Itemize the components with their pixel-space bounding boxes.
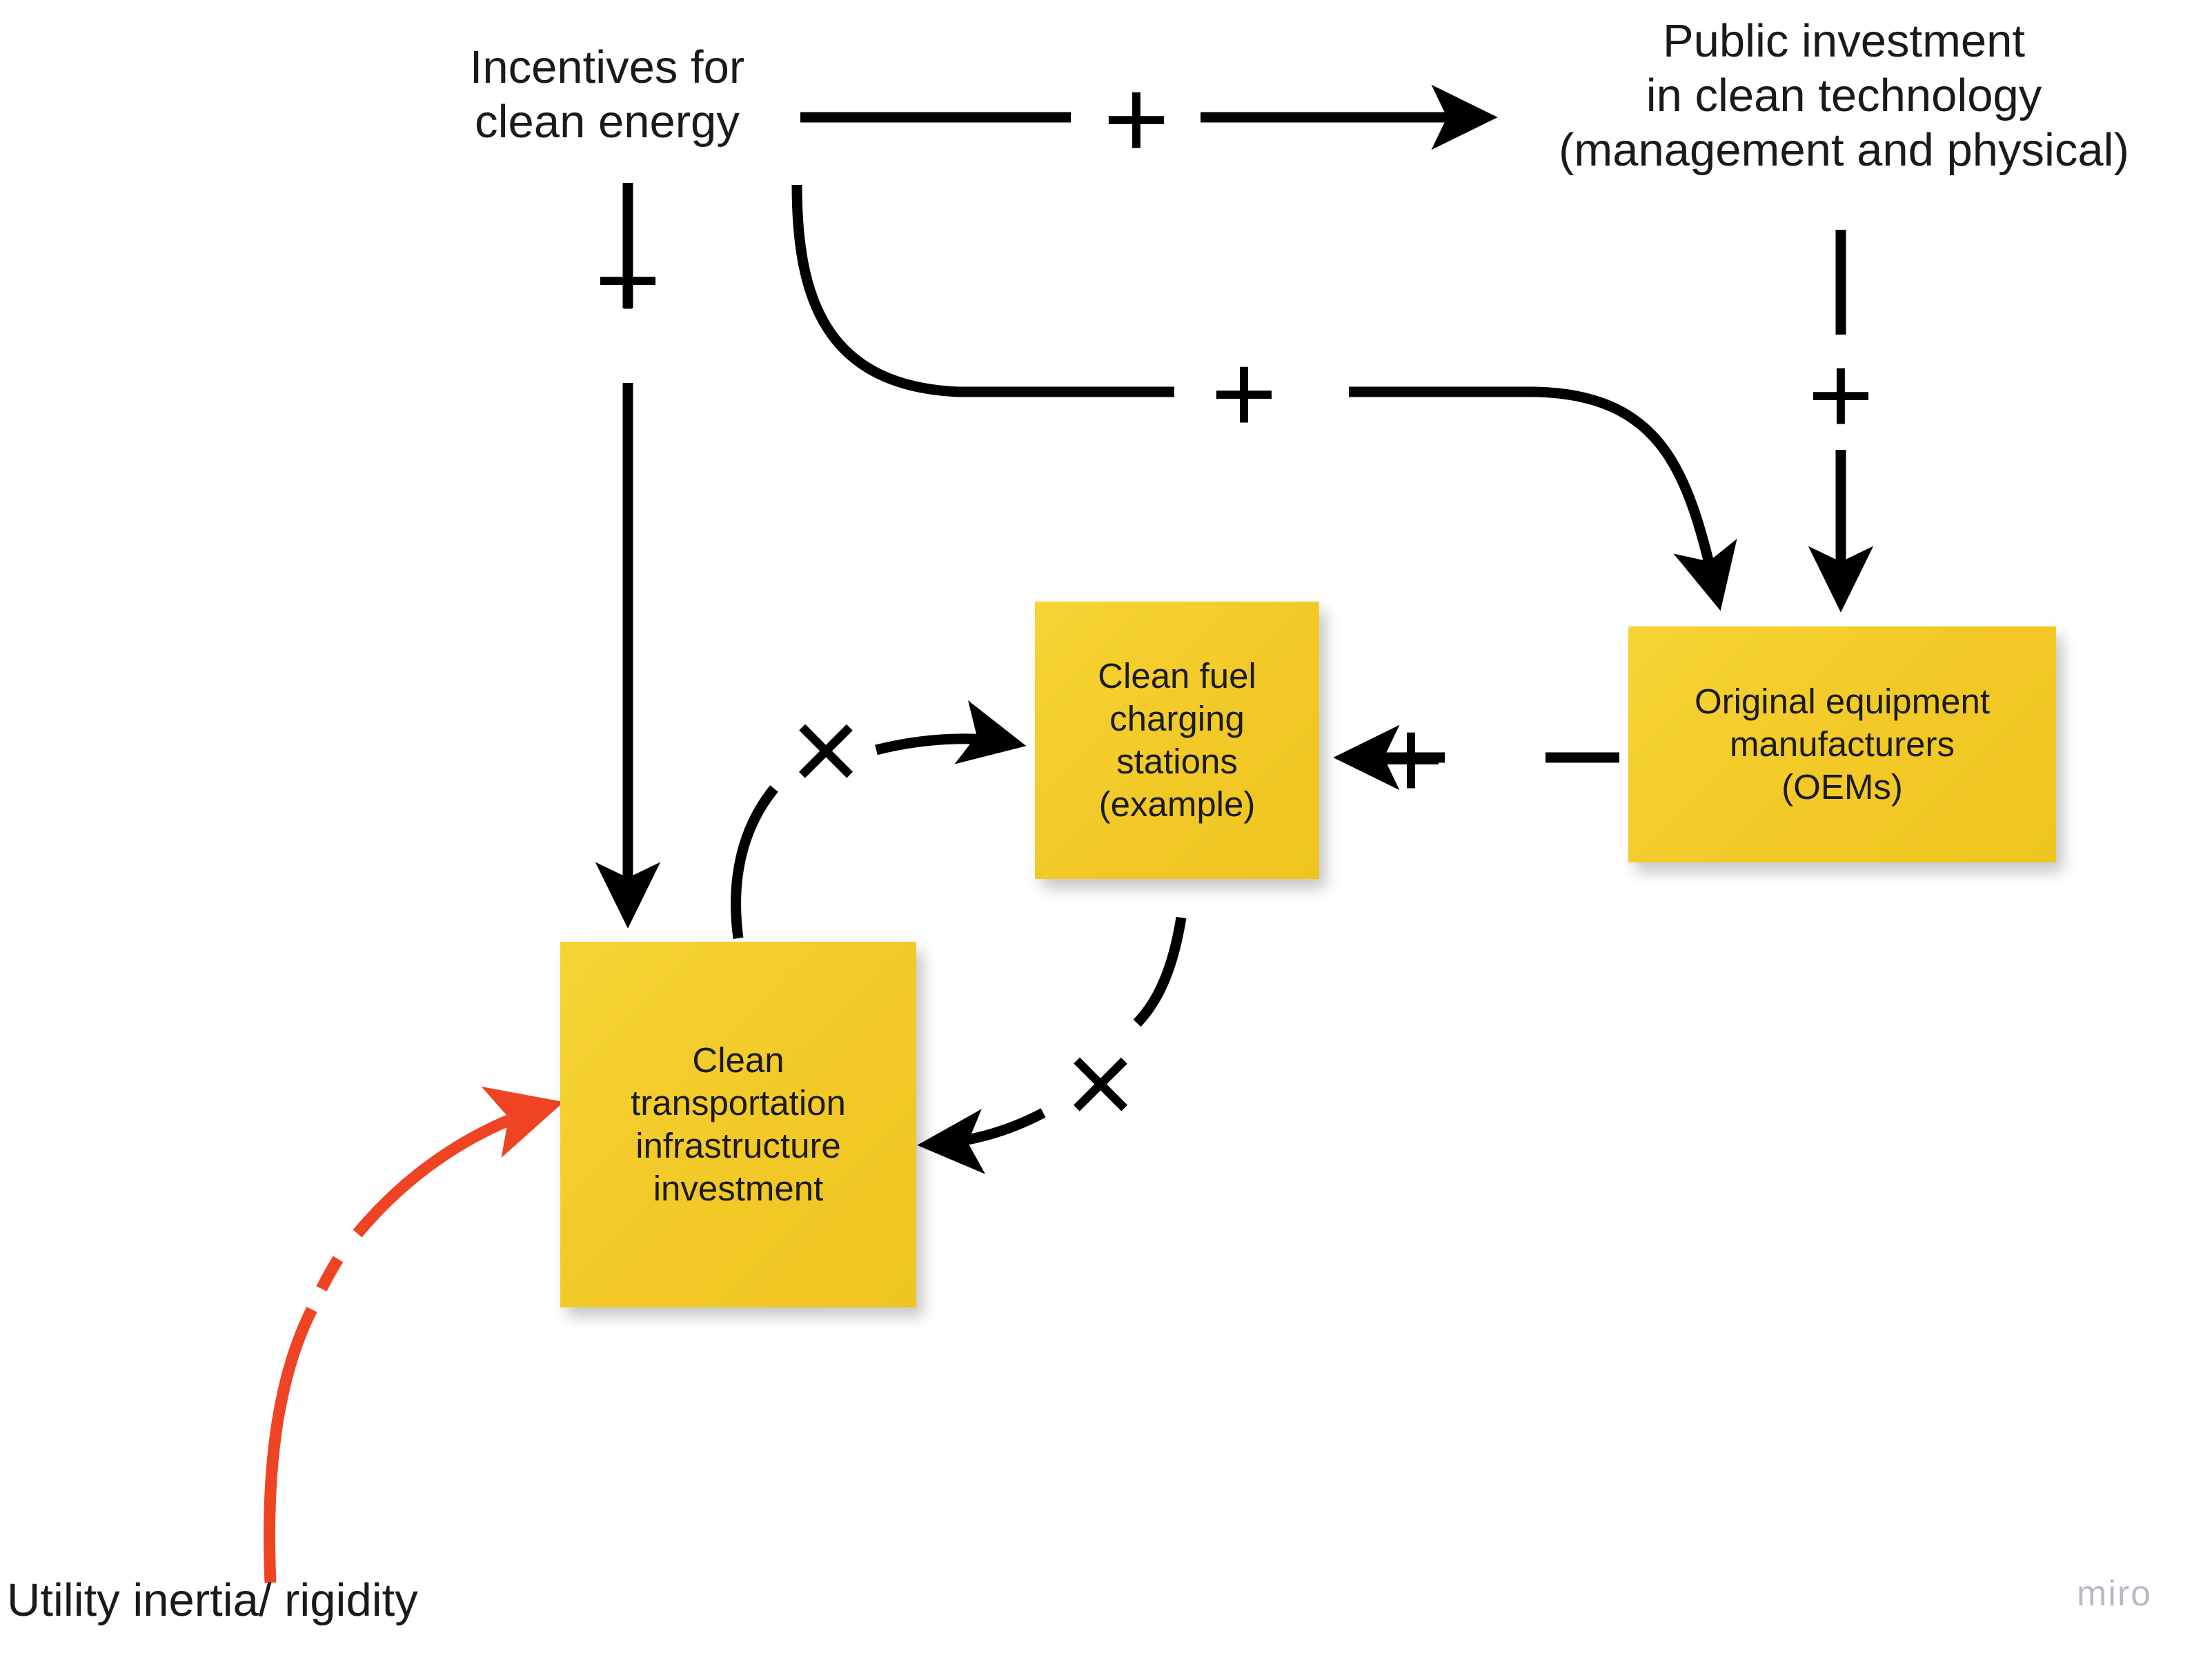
sticky-note-clean-fuel-charging-stations[interactable]: Clean fuel charging stations (example)	[1035, 602, 1319, 879]
polarity-plus-public-investment-to-oems: +	[1807, 331, 1875, 458]
polarity-cross-clean-fuel-stations-to-clean-transportation: ×	[1065, 1016, 1136, 1151]
polarity-plus-incentives-to-clean-transportation: +	[594, 216, 662, 343]
sticky-note-clean-transportation-infrastructure-investment[interactable]: Clean transportation infrastructure inve…	[560, 942, 916, 1307]
polarity-plus-oems-to-clean-fuel-stations: +	[1377, 695, 1445, 822]
sticky-note-oems[interactable]: Original equipment manufacturers (OEMs)	[1628, 626, 2056, 862]
polarity-plus-incentives-to-oems: +	[1210, 330, 1278, 457]
miro-watermark: miro	[2077, 1574, 2153, 1614]
node-utility-inertia-rigidity: Utility inertia/ rigidity	[7, 1574, 418, 1626]
polarity-plus-incentives-to-public-investment: +	[1103, 55, 1170, 182]
node-public-investment-in-clean-technology: Public investment in clean technology (m…	[1559, 15, 2129, 177]
edge-utility-inertia-to-clean-transportation	[263, 1087, 564, 1583]
polarity-cross-clean-transportation-to-clean-fuel-stations: ×	[790, 683, 862, 818]
node-incentives-for-clean-energy: Incentives for clean energy	[469, 41, 745, 148]
